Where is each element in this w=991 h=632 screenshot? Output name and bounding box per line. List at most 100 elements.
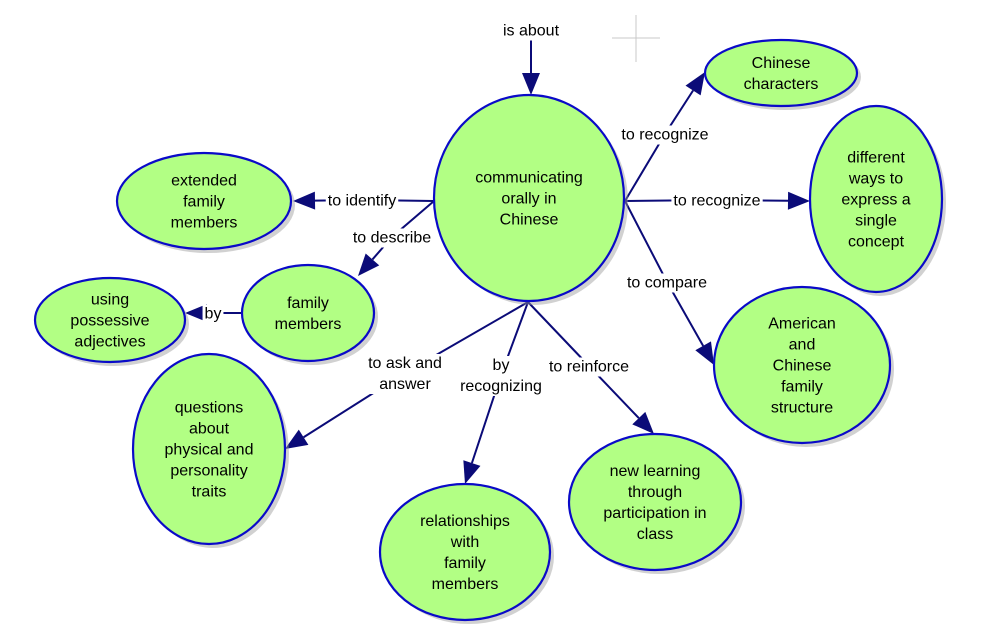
arrowhead-icon (293, 191, 316, 210)
node-text-line: characters (744, 76, 819, 93)
node-text-line: family (287, 295, 329, 312)
node-text-line: through (628, 484, 682, 501)
node-text-line: orally in (501, 191, 556, 208)
node-text-line: participation in (603, 505, 706, 522)
concept-node-center[interactable]: communicating orally in Chinese (432, 93, 628, 305)
link-label-line: by (205, 306, 222, 323)
node-text-line: concept (848, 234, 905, 251)
arrowhead-icon (632, 411, 654, 434)
node-text-line: using (91, 292, 129, 309)
crosshair-cursor-icon (612, 15, 660, 62)
arrowhead-icon (787, 191, 810, 210)
concept-node-family-members[interactable]: family members (240, 263, 378, 365)
node-text-line: class (637, 526, 673, 543)
link-label-line: to recognize (673, 193, 760, 210)
link-label-background (202, 304, 224, 324)
node-ellipse[interactable] (240, 263, 376, 363)
link-root-is-about (522, 40, 540, 95)
node-text-line: adjectives (74, 334, 145, 351)
arrowhead-icon (695, 341, 714, 365)
link-label-is-about: is about (500, 21, 562, 41)
node-ellipse[interactable] (115, 151, 293, 251)
node-text-line: family (781, 379, 823, 396)
arrowhead-icon (685, 72, 705, 96)
concept-node-possessive-adjectives[interactable]: using possessive adjectives (33, 276, 189, 366)
link-label-line: to reinforce (549, 359, 629, 376)
arrow-down-icon (522, 73, 540, 95)
node-text-line: single (855, 213, 897, 230)
link-label-extended-family: to identify (325, 191, 399, 211)
node-text-line: ways to (848, 171, 903, 188)
node-text-line: personality (170, 463, 247, 480)
node-text-line: family (183, 194, 225, 211)
node-text-line: physical and (165, 442, 254, 459)
node-text-line: family (444, 555, 486, 572)
node-text-line: communicating (475, 170, 583, 187)
link-line (624, 89, 694, 202)
link-label-line: by (493, 357, 510, 374)
node-text-line: members (275, 316, 342, 333)
link-label-line: to identify (328, 193, 396, 210)
link-label-line: to ask and (368, 355, 442, 372)
concept-node-different-ways[interactable]: different ways to express a single concept (808, 104, 946, 296)
node-text-line: with (450, 534, 479, 551)
link-label-background (619, 125, 711, 145)
link-label-background (500, 21, 562, 41)
node-ellipse[interactable] (131, 352, 287, 546)
node-ellipse[interactable] (33, 276, 187, 364)
node-text-line: Chinese (500, 212, 559, 229)
link-label-line: is about (503, 23, 560, 40)
link-line (624, 200, 705, 347)
node-text-line: structure (771, 400, 833, 417)
link-label-chinese-characters: to recognize (619, 125, 711, 145)
node-text-line: American (768, 316, 836, 333)
concept-node-relationships[interactable]: relationships with family members (378, 482, 554, 624)
link-label-family-structure: to compare (624, 273, 710, 293)
link-label-new-learning: to reinforce (546, 357, 632, 377)
arrowhead-icon (285, 429, 309, 449)
node-text-line: about (189, 421, 230, 438)
node-text-line: Chinese (773, 358, 832, 375)
concept-node-questions-traits[interactable]: questions about physical and personality tra… (131, 352, 289, 548)
node-ellipse[interactable] (432, 93, 626, 303)
link-label-relationships: by recognizing (458, 356, 544, 396)
node-text-line: different (847, 150, 905, 167)
node-text-line: members (171, 215, 238, 232)
node-ellipse[interactable] (703, 38, 859, 108)
link-label-line: to describe (353, 230, 431, 247)
link-label-background (325, 191, 399, 211)
labels-layer: is about to recognize to recognize to compa… (202, 21, 763, 396)
link-label-background (458, 356, 544, 396)
link-label-background (671, 191, 763, 211)
concept-node-new-learning[interactable]: new learning through participation in class (567, 432, 745, 574)
link-label-line: answer (379, 376, 431, 393)
node-text-line: traits (192, 484, 227, 501)
node-text-line: relationships (420, 513, 510, 530)
concept-node-chinese-characters[interactable]: Chinese characters (703, 38, 861, 110)
link-label-questions-traits: to ask and answer (366, 354, 444, 394)
node-ellipse[interactable] (567, 432, 743, 572)
link-label-different-ways: to recognize (671, 191, 763, 211)
node-text-line: express a (841, 192, 910, 209)
node-text-line: questions (175, 400, 244, 417)
link-label-possessive-adjectives: by (202, 304, 224, 324)
node-text-line: new learning (610, 463, 701, 480)
link-label-line: to compare (627, 275, 707, 292)
arrowhead-icon (463, 460, 481, 484)
node-ellipse[interactable] (712, 285, 892, 445)
node-text-line: Chinese (752, 55, 811, 72)
link-label-line: to recognize (621, 127, 708, 144)
link-label-background (624, 273, 710, 293)
node-text-line: possessive (70, 313, 149, 330)
link-label-background (350, 228, 434, 248)
link-label-line: recognizing (460, 378, 542, 395)
node-text-line: members (432, 576, 499, 593)
node-text-line: and (789, 337, 816, 354)
node-ellipse[interactable] (808, 104, 944, 294)
link-label-background (366, 354, 444, 394)
node-ellipse[interactable] (378, 482, 552, 622)
